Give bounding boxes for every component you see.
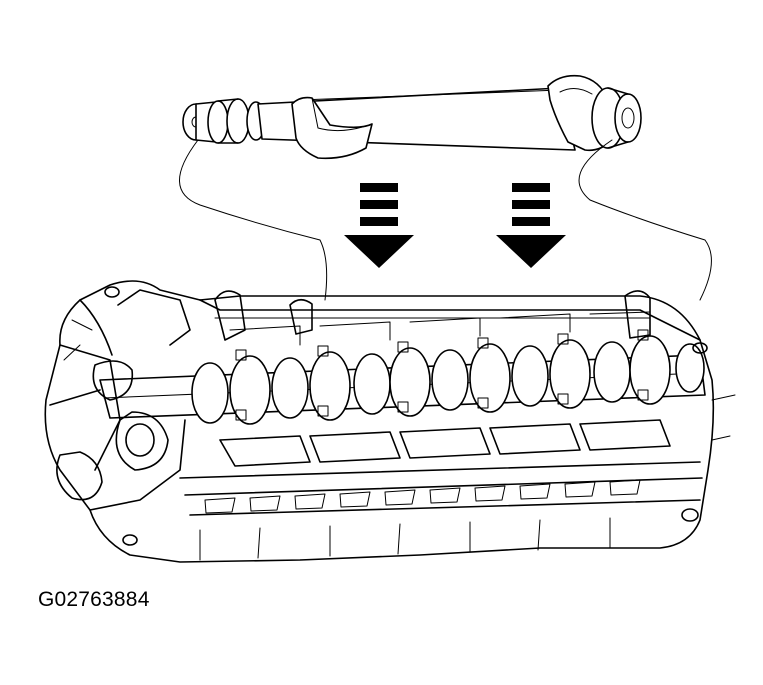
down-arrow-icon (344, 183, 414, 268)
guide-line-right (578, 139, 712, 301)
camshaft (182, 74, 642, 160)
down-arrow-icon (496, 183, 566, 268)
cylinder-head (44, 280, 736, 563)
guide-line-left (179, 139, 328, 301)
figure-id-label: G02763884 (38, 588, 150, 611)
